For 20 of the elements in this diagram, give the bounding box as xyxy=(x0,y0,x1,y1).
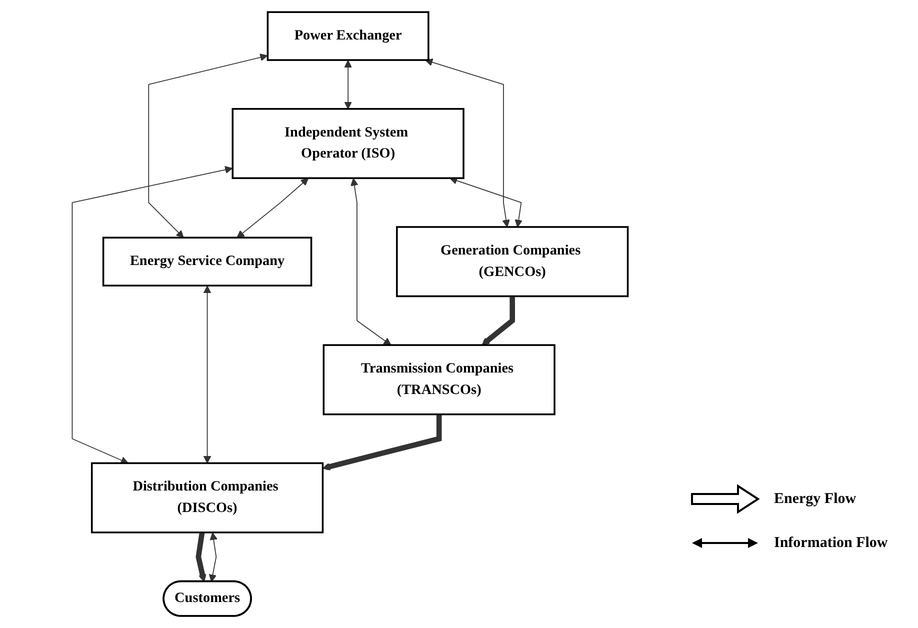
legend-label: Energy Flow xyxy=(774,490,856,508)
arrow xyxy=(322,414,442,470)
legend-label: Information Flow xyxy=(774,534,888,552)
arrow xyxy=(236,178,309,238)
arrow xyxy=(208,532,218,582)
arrow xyxy=(482,296,515,346)
arrow xyxy=(344,60,352,110)
node-box: Distribution Companies (DISCOs) xyxy=(90,462,324,534)
arrow xyxy=(196,532,206,582)
node-box: Transmission Companies (TRANSCOs) xyxy=(322,344,556,416)
node-box: Power Exchanger xyxy=(266,11,430,61)
node-box: Energy Service Company xyxy=(102,236,312,286)
node-box: Independent System Operator (ISO) xyxy=(232,108,464,180)
arrow xyxy=(203,286,212,464)
arrow xyxy=(450,176,522,228)
node-box: Generation Companies (GENCOs) xyxy=(396,226,629,298)
arrow xyxy=(148,54,268,238)
arrow xyxy=(350,178,392,346)
arrow xyxy=(72,166,233,464)
arrow xyxy=(425,58,510,228)
